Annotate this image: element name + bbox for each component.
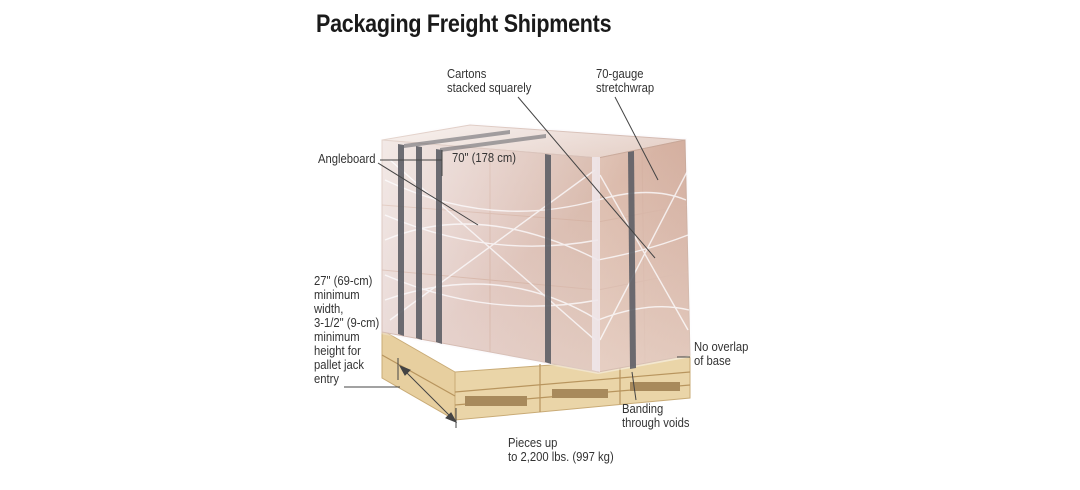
arrowhead-top xyxy=(398,365,411,376)
arrowhead-bottom xyxy=(445,412,458,423)
label-cartons: Cartons stacked squarely xyxy=(447,67,532,95)
leader-lines xyxy=(344,96,690,428)
label-height: 70" (178 cm) xyxy=(452,151,517,165)
leader-cartons xyxy=(517,96,656,259)
leader-stretchwrap xyxy=(614,96,659,181)
pallet-void-1 xyxy=(465,396,527,406)
banding-straps xyxy=(398,130,636,369)
label-stretchwrap: 70-gauge stretchwrap xyxy=(596,67,655,95)
pallet-void-2 xyxy=(552,389,608,398)
stretchwrap-overlay xyxy=(380,123,692,374)
label-pallet-entry: 27" (69-cm) minimum width, 3-1/2" (9-cm)… xyxy=(314,274,380,386)
carton-stack xyxy=(380,123,692,374)
pallet-void-3 xyxy=(630,382,680,391)
label-pieces: Pieces up to 2,200 lbs. (997 kg) xyxy=(508,436,614,464)
label-no-overlap: No overlap of base xyxy=(694,340,749,368)
label-banding: Banding through voids xyxy=(622,402,690,430)
angleboard-corner xyxy=(592,157,600,372)
leader-banding xyxy=(631,371,637,401)
label-angleboard: Angleboard xyxy=(318,152,376,166)
dimension-arrow xyxy=(403,369,453,419)
pallet xyxy=(381,329,691,421)
leader-angleboard xyxy=(377,162,479,226)
page-title: Packaging Freight Shipments xyxy=(316,10,612,38)
